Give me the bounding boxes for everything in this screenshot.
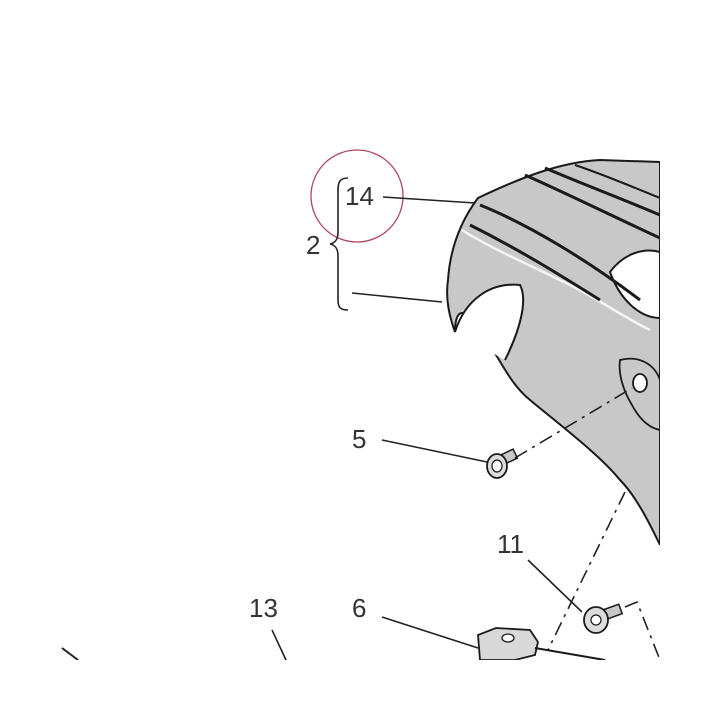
axis-line-5	[514, 387, 633, 459]
axis-line-6	[547, 491, 626, 651]
leader-11	[527, 559, 583, 613]
leader-14	[382, 196, 476, 204]
callout-13: 13	[249, 593, 278, 623]
tail-cover-part	[446, 158, 661, 546]
stripe-3	[544, 166, 661, 217]
axis-line-11	[624, 600, 661, 661]
callout-11: 11	[497, 529, 524, 559]
callout-2: 2	[306, 230, 320, 260]
callout-5: 5	[352, 424, 366, 454]
highlight-circle	[310, 149, 404, 243]
screw-11	[583, 603, 624, 634]
crop-bottom	[0, 660, 720, 720]
bracket-part-6	[477, 627, 606, 661]
stripe-4	[574, 164, 661, 199]
crop-right	[660, 0, 720, 720]
leader-6	[381, 616, 479, 649]
leader-5	[381, 439, 488, 463]
stripe-1	[479, 203, 641, 302]
leader-2	[351, 292, 443, 303]
part-edge-fragment	[61, 647, 79, 661]
leader-13	[271, 629, 287, 661]
bracket-2	[329, 177, 349, 311]
callout-6: 6	[352, 593, 366, 623]
stripe-2	[524, 173, 661, 240]
callout-14: 14	[345, 181, 374, 211]
screw-5	[486, 448, 519, 479]
stripe-5	[469, 223, 601, 302]
